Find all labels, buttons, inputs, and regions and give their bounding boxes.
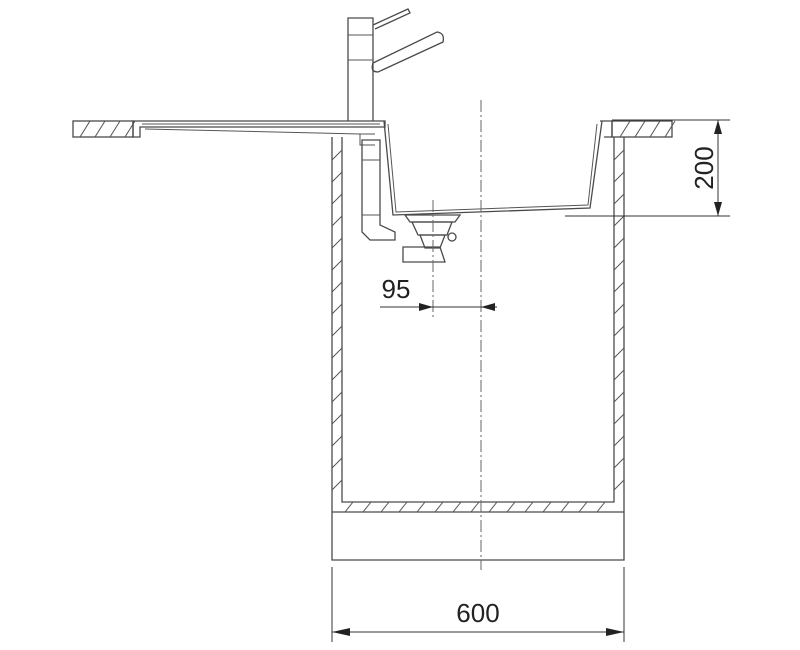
hatch-line — [434, 501, 444, 513]
hatch-line — [331, 413, 343, 425]
hatch-line — [613, 215, 625, 227]
hatch-line — [524, 501, 534, 513]
dimension-drain-offset: 95 — [380, 274, 497, 311]
hatch-line — [613, 435, 625, 447]
countertop — [72, 120, 676, 138]
hatch-line — [331, 435, 343, 447]
hatch-line — [613, 259, 625, 271]
hatch-line — [664, 120, 676, 138]
dimension-label-200: 200 — [689, 146, 719, 189]
hatch-line — [79, 120, 91, 138]
hatch-line — [578, 501, 588, 513]
hatch-line — [380, 501, 390, 513]
hatch-line — [331, 171, 343, 183]
faucet — [347, 8, 445, 121]
hatch-line — [331, 193, 343, 205]
dimension-label-600: 600 — [456, 598, 499, 628]
hatch-line — [109, 120, 121, 138]
hatch-line — [613, 281, 625, 293]
hatch-line — [331, 259, 343, 271]
hatch-line — [331, 237, 343, 249]
hatch-line — [398, 501, 408, 513]
hatch-line — [560, 501, 570, 513]
overflow-pipe — [361, 139, 396, 241]
hatch-line — [619, 120, 631, 138]
dimension-bowl-depth: 200 — [565, 119, 730, 217]
hatch-line — [331, 281, 343, 293]
hatch-line — [649, 120, 661, 138]
hatch-line — [331, 303, 343, 315]
hatch-line — [613, 369, 625, 381]
hatch-line — [613, 303, 625, 315]
hatch-line — [331, 479, 343, 491]
sink-bowl — [383, 120, 613, 216]
hatch-line — [331, 369, 343, 381]
hatch-line — [613, 193, 625, 205]
hatch-line — [613, 347, 625, 359]
hatch-line — [344, 501, 354, 513]
hatch-line — [331, 325, 343, 337]
cabinet — [331, 137, 625, 561]
hatch-line — [634, 120, 646, 138]
drain-waste — [402, 214, 462, 263]
hatch-line — [613, 479, 625, 491]
hatch-line — [488, 501, 498, 513]
hatch-line — [331, 149, 343, 161]
hatch-line — [452, 501, 462, 513]
hatch-line — [613, 171, 625, 183]
hatch-line — [613, 325, 625, 337]
hatch-line — [416, 501, 426, 513]
dimension-cabinet-width: 600 — [331, 567, 625, 642]
hatch-line — [613, 391, 625, 403]
hatch-line — [542, 501, 552, 513]
hatch-line — [331, 457, 343, 469]
hatch-line — [613, 237, 625, 249]
hatch-line — [362, 501, 372, 513]
hatch-line — [470, 501, 480, 513]
dimension-label-95: 95 — [382, 274, 411, 304]
hatch-line — [613, 413, 625, 425]
hatch-line — [613, 457, 625, 469]
hatch-line — [613, 149, 625, 161]
hatch-line — [331, 347, 343, 359]
hatch-line — [331, 215, 343, 227]
drainboard — [132, 120, 386, 146]
hatch-line — [331, 391, 343, 403]
hatch-line — [596, 501, 606, 513]
hatch-line — [94, 120, 106, 138]
hatch-line — [506, 501, 516, 513]
